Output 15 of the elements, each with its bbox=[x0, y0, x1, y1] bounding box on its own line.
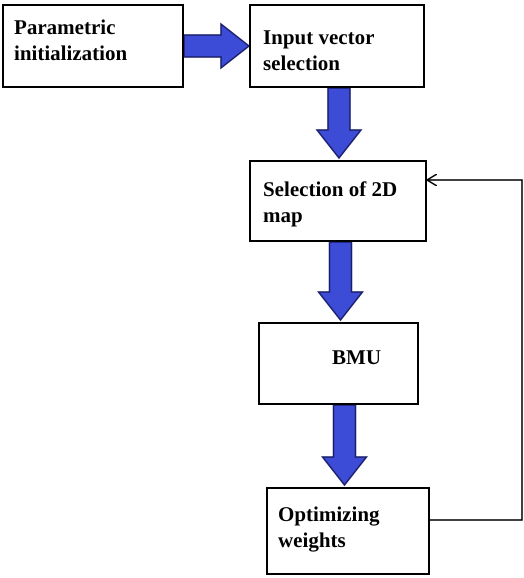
block-arrow bbox=[316, 241, 364, 322]
box-label: Parametric initialization bbox=[14, 14, 128, 66]
box-label: Input vector selection bbox=[263, 24, 376, 76]
box-label: BMU bbox=[332, 344, 382, 370]
process-box bbox=[249, 160, 427, 242]
process-box bbox=[258, 322, 419, 405]
process-box bbox=[249, 4, 425, 88]
block-arrow bbox=[320, 404, 368, 486]
feedback-arrow bbox=[426, 173, 523, 521]
block-arrow bbox=[183, 22, 250, 70]
box-label: Selection of 2D map bbox=[263, 176, 398, 228]
block-arrow bbox=[315, 87, 363, 160]
process-box bbox=[266, 487, 430, 575]
box-label: Optimizing weights bbox=[278, 501, 381, 553]
process-box bbox=[2, 4, 184, 88]
